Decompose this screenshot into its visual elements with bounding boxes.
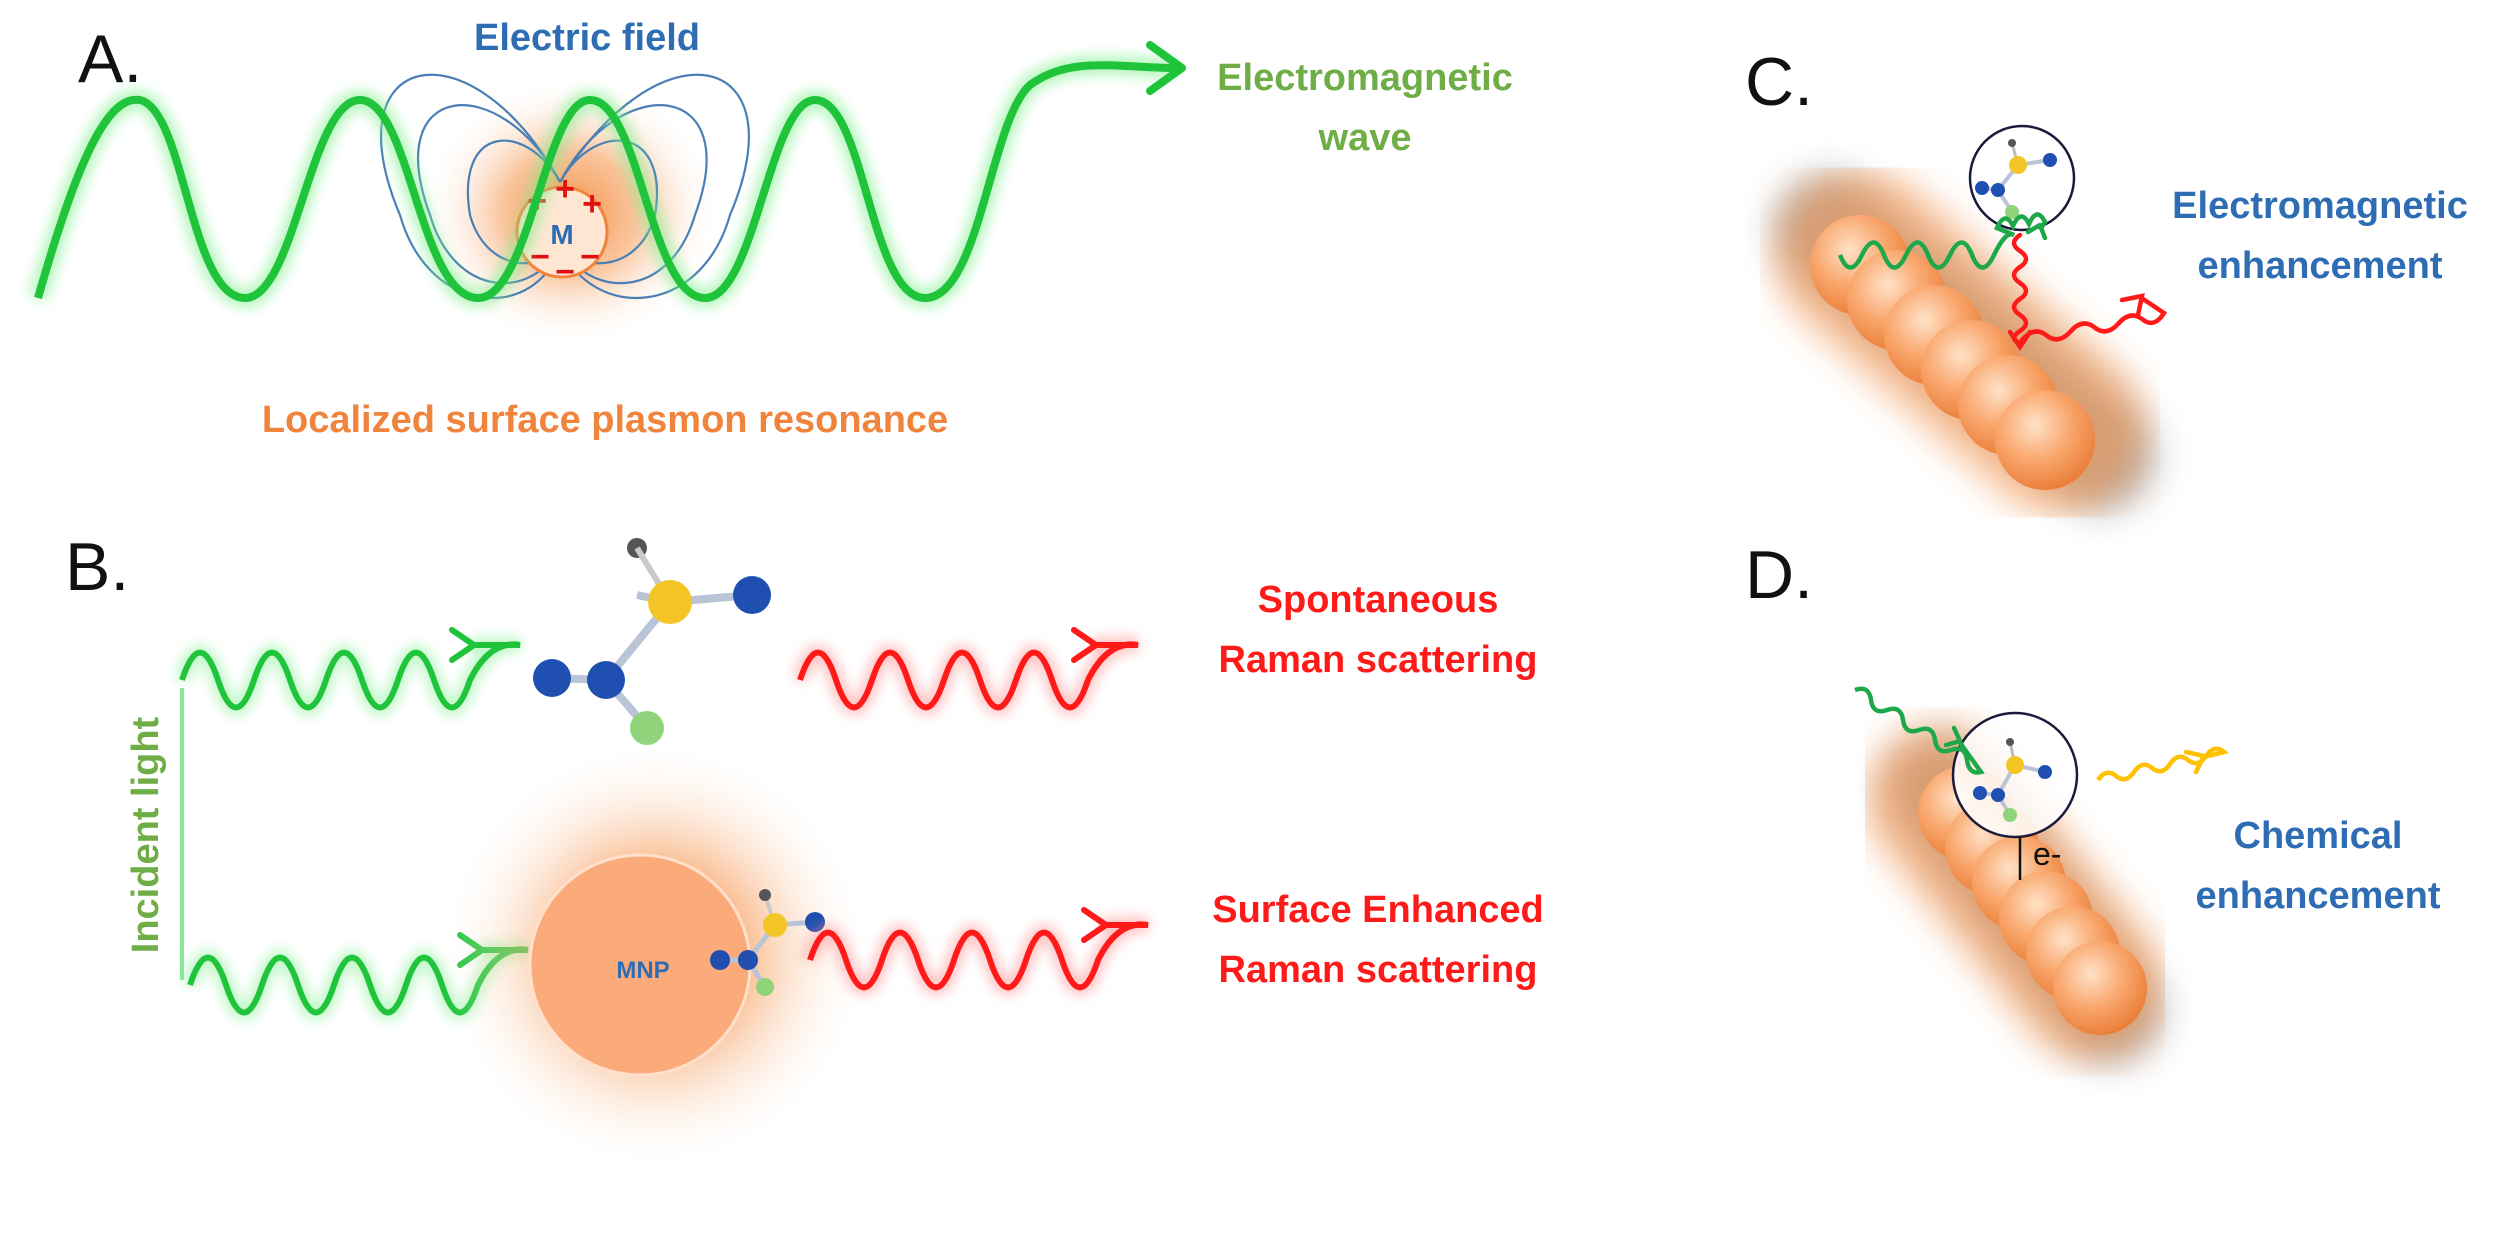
plus-charge-3: + <box>582 185 602 223</box>
panel-a-letter: A. <box>78 21 142 97</box>
panel-c: C. <box>1745 44 2468 515</box>
molecule-icon-d <box>1973 738 2052 822</box>
sers-label-line2: Raman scattering <box>1219 949 1538 991</box>
minus-charge-1: − <box>530 238 550 276</box>
incident-wave-c <box>1837 212 2048 270</box>
adsorbed-molecule-icon <box>710 889 825 996</box>
em-wave-label-line1: Electromagnetic <box>1217 57 1513 99</box>
panel-a: A. M + + + − − − Electric field Electrom… <box>28 17 1513 441</box>
minus-charge-2: − <box>555 253 575 291</box>
mnp-label: MNP <box>616 957 669 984</box>
incident-wave-top <box>174 627 522 716</box>
em-wave-label-line2: wave <box>1318 117 1412 159</box>
electron-label: e- <box>2033 836 2061 872</box>
panel-d-letter: D. <box>1745 537 1813 613</box>
em-enhancement-line1: Electromagnetic <box>2172 185 2468 227</box>
molecule-circle-c <box>1968 124 2076 232</box>
chemical-enhancement-line1: Chemical <box>2234 815 2403 857</box>
panel-b-letter: B. <box>65 529 129 605</box>
em-enhancement-line2: enhancement <box>2198 245 2443 287</box>
minus-charge-3: − <box>580 238 600 276</box>
panel-d: D. <box>1745 537 2441 1063</box>
raman-wave-top <box>792 627 1140 716</box>
raman-wave-bottom <box>802 907 1150 996</box>
spontaneous-label-line2: Raman scattering <box>1219 639 1538 681</box>
electromagnetic-wave <box>28 41 1186 309</box>
molecule-icon <box>533 538 771 745</box>
incident-wave-d <box>1854 686 1985 775</box>
metal-symbol: M <box>550 219 573 250</box>
scattered-wave-d <box>2096 746 2229 782</box>
panel-c-letter: C. <box>1745 44 1813 120</box>
incident-light-label: Incident light <box>125 716 167 953</box>
nanoparticle-chain-c <box>1810 215 2095 490</box>
molecule-icon-c <box>1975 139 2057 219</box>
panel-b: B. Incident light <box>65 529 1544 1170</box>
lspr-label: Localized surface plasmon resonance <box>262 399 948 441</box>
plus-charge-2: + <box>555 170 575 208</box>
molecule-circle-d <box>1951 711 2079 839</box>
chemical-enhancement-line2: enhancement <box>2196 875 2441 917</box>
spontaneous-label-line1: Spontaneous <box>1258 579 1499 621</box>
electric-field-label: Electric field <box>474 17 700 59</box>
scattered-wave-c <box>2007 232 2168 352</box>
sers-label-line1: Surface Enhanced <box>1212 889 1544 931</box>
